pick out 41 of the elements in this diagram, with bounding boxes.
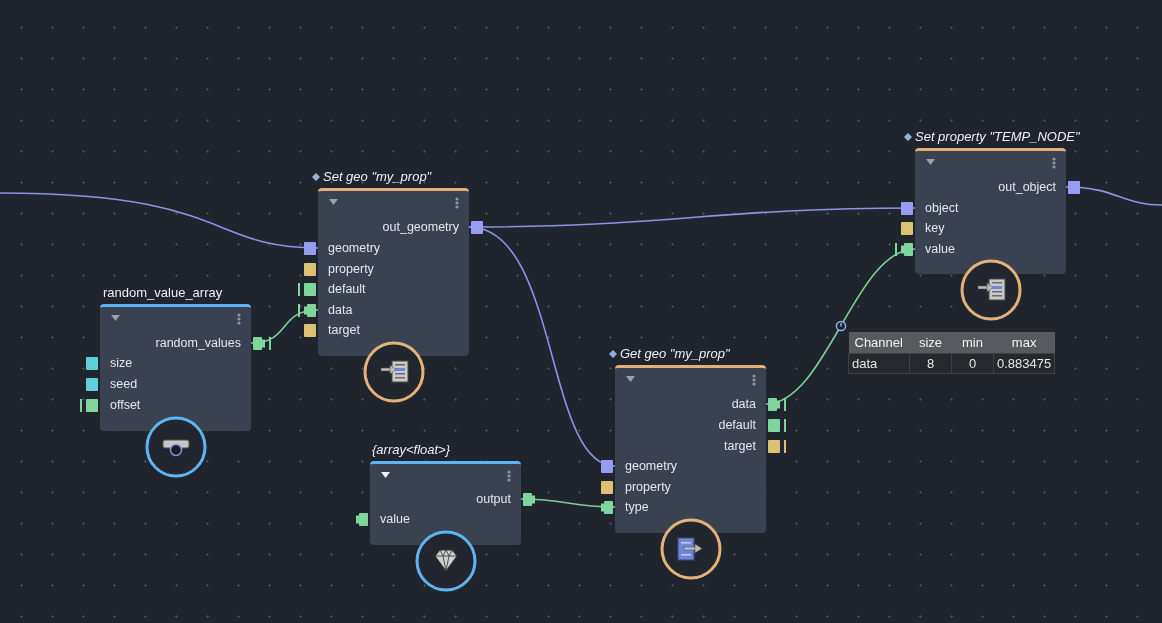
port-label: property (328, 261, 374, 277)
node-title: {array<float>} (372, 442, 451, 458)
port-label: target (328, 322, 360, 338)
port-label: data (731, 396, 756, 412)
port-label: value (380, 511, 410, 527)
table-header-cell: Channel (848, 332, 910, 354)
connector-wire (520, 498, 616, 508)
port-label: out_geometry (382, 219, 459, 235)
table-header-cell: max (993, 332, 1055, 354)
node-title: Set property "TEMP_NODE" (915, 129, 1080, 145)
port-label: value (925, 241, 955, 257)
node-title: Set geo "my_prop" (323, 169, 432, 185)
connector-wire (468, 226, 616, 467)
port-label: offset (110, 397, 141, 413)
port-label: type (625, 499, 649, 515)
table-cell: 0 (951, 353, 994, 374)
port-label: property (625, 479, 671, 495)
connector-wire (1065, 186, 1162, 206)
port-label: geometry (625, 458, 678, 474)
port-label: geometry (328, 240, 381, 256)
port-label: out_object (998, 179, 1056, 195)
connector-wire (765, 248, 916, 405)
node-title: random_value_array (103, 285, 223, 301)
port-label: default (328, 281, 366, 297)
port-label: seed (110, 376, 138, 392)
port-label: data (328, 302, 353, 318)
port-label: target (724, 438, 756, 454)
table-header-cell: size (909, 332, 952, 354)
port-label: output (476, 491, 511, 507)
port-label: random_values (155, 335, 241, 351)
node-title: Get geo "my_prop" (620, 346, 730, 362)
connector-wire (0, 192, 319, 249)
table-cell: 8 (909, 353, 952, 374)
port-label: default (718, 417, 756, 433)
table-header-cell: min (951, 332, 994, 354)
port-label: object (925, 200, 959, 216)
connector-wire (250, 309, 319, 344)
table-cell: data (848, 353, 910, 374)
port-label: key (925, 220, 945, 236)
table-cell: 0.883475 (993, 353, 1055, 374)
port-label: size (110, 355, 133, 371)
